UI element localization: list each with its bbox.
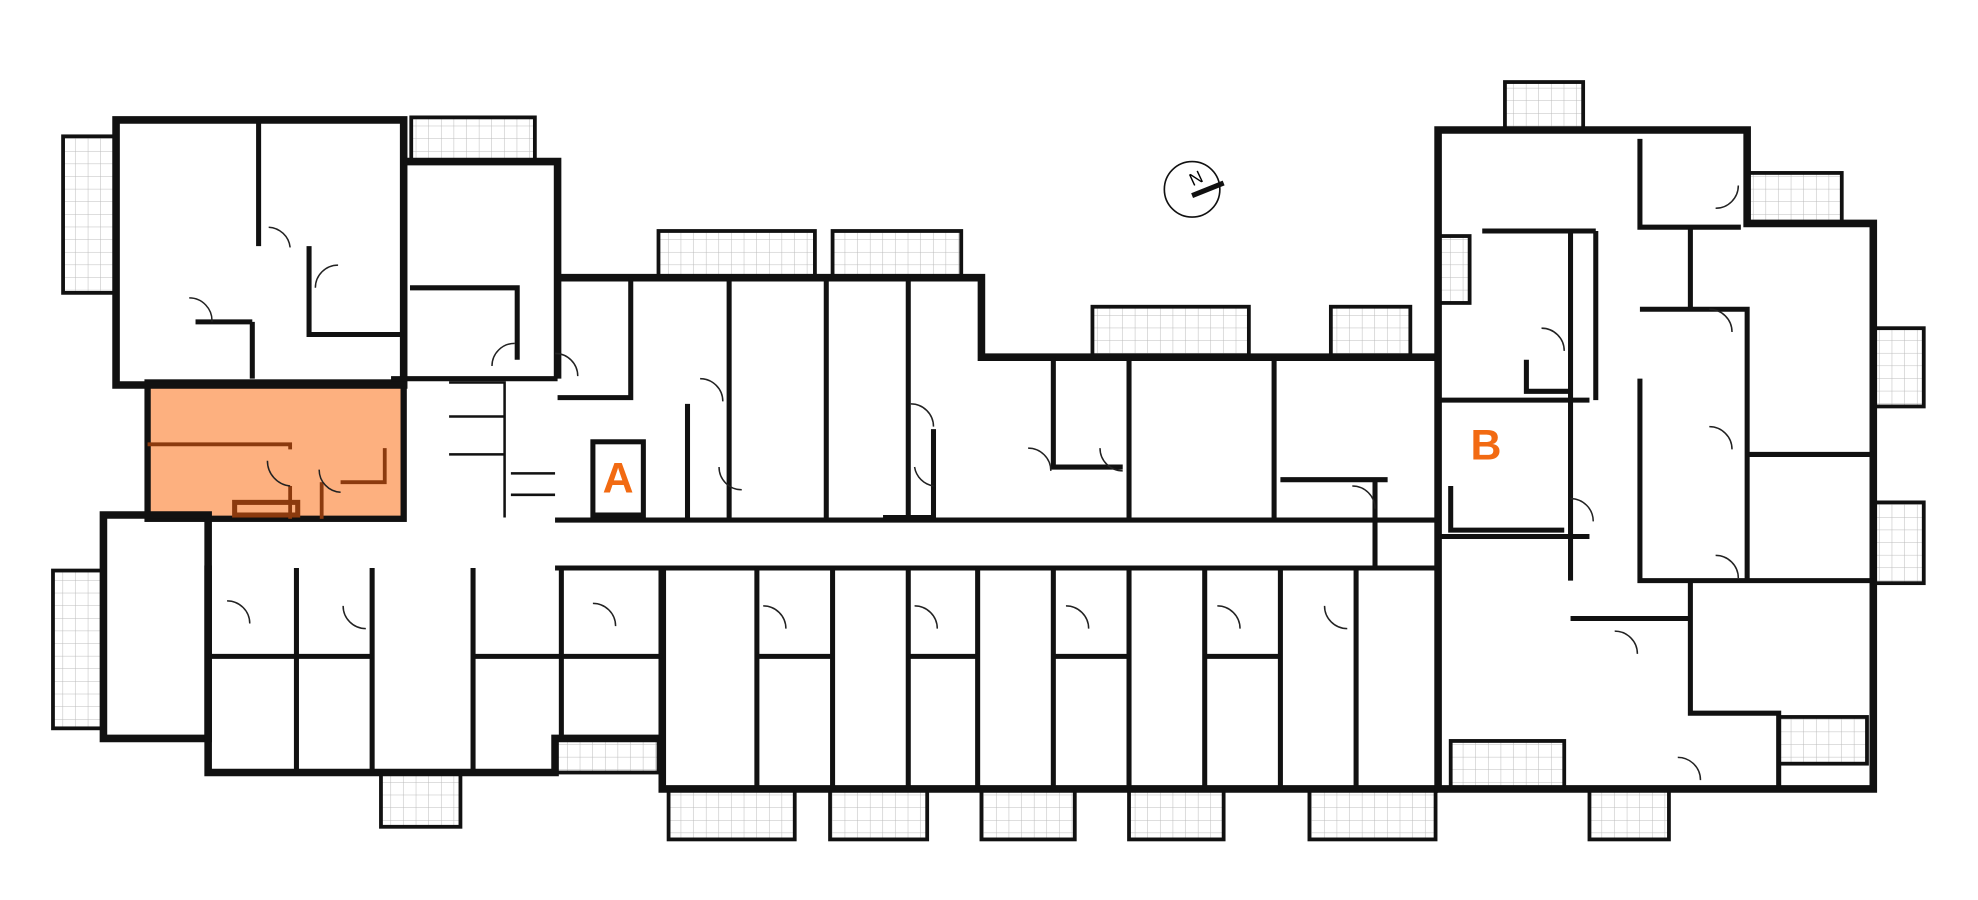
staircase-label-a: A — [603, 454, 634, 502]
balconies — [51, 80, 1926, 842]
balcony — [1776, 715, 1869, 766]
balcony — [666, 787, 797, 842]
balcony — [553, 736, 661, 775]
balcony — [1587, 787, 1671, 842]
highlighted-apartment[interactable] — [144, 379, 407, 522]
balcony — [1127, 787, 1226, 842]
balcony — [409, 115, 537, 164]
balcony — [830, 229, 964, 280]
balcony — [1328, 304, 1413, 360]
balcony — [1436, 234, 1472, 305]
balcony — [1448, 739, 1567, 791]
walls — [99, 116, 1878, 793]
balcony — [1503, 80, 1586, 132]
balcony — [1307, 787, 1438, 842]
balcony — [1871, 500, 1926, 586]
balcony — [656, 229, 817, 280]
balcony — [61, 134, 118, 295]
balcony — [1745, 171, 1844, 226]
balcony — [379, 770, 463, 829]
balcony — [51, 568, 106, 731]
balcony — [979, 787, 1077, 842]
balcony — [828, 787, 930, 842]
staircase-label-b: B — [1471, 421, 1502, 469]
balcony — [1871, 326, 1926, 409]
compass-north-label: N — [1186, 166, 1206, 190]
balcony — [1090, 304, 1251, 360]
north-compass: N — [1163, 160, 1225, 218]
